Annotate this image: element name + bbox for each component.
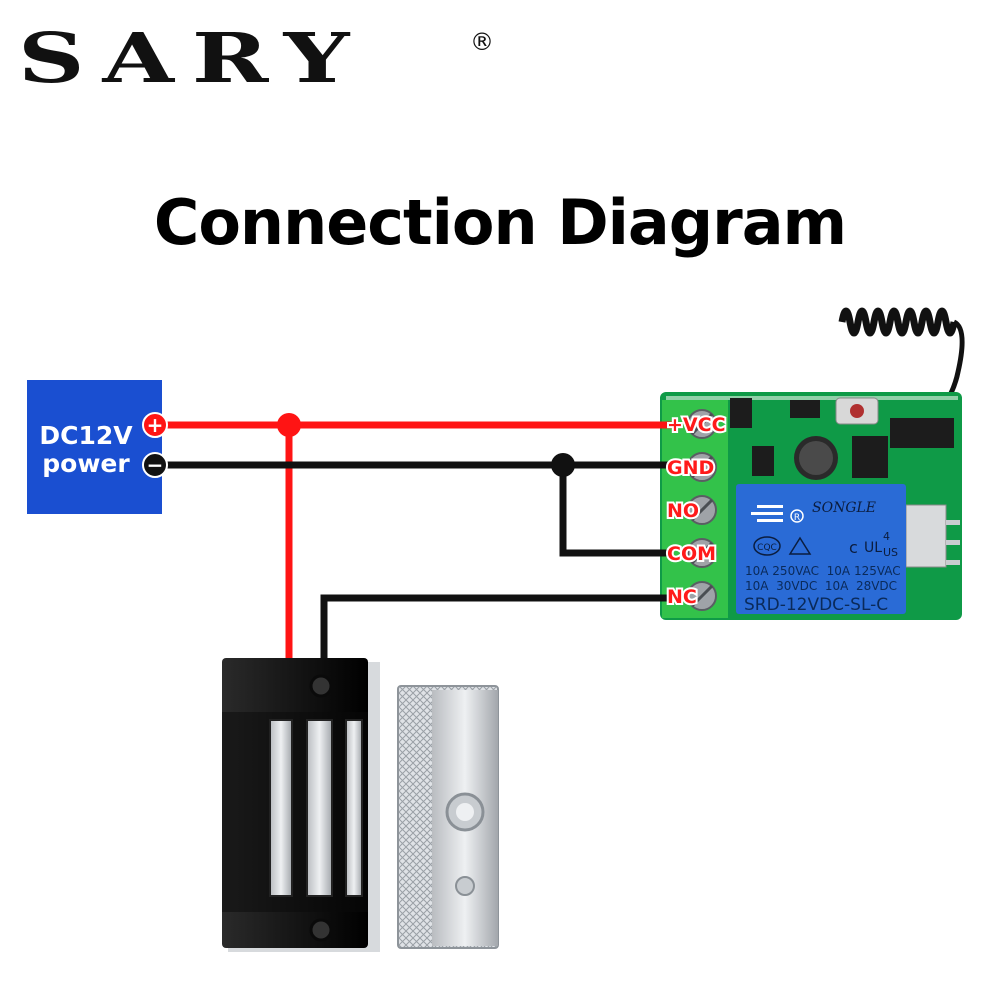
terminal-vcc: +VCC [667,414,726,436]
component-chip [890,418,954,448]
relay-spec-line-2: 10A 30VDC 10A 28VDC [745,579,897,593]
terminal-gnd: GND [667,457,714,479]
svg-text:UL: UL [864,540,882,556]
svg-text:c: c [849,538,858,557]
component-chip [730,398,752,428]
positive-junction [277,413,301,437]
minus-symbol: − [147,453,164,477]
power-supply-voltage: DC12V [39,421,133,450]
relay-module: R SONGLE CQC c UL 4 US 10A 250VAC 10A 12… [660,392,962,620]
svg-text:CQC: CQC [757,543,777,553]
relay-block [736,484,906,614]
terminal-no: NO [667,500,699,522]
power-supply-label: power [42,449,130,478]
brand-logo: SARY ® [18,17,494,100]
power-supply-box [27,380,162,514]
negative-junction [551,453,575,477]
power-supply: DC12V power + − [27,380,168,514]
relay-model: SRD-12VDC-SL-C [744,595,888,615]
plus-symbol: + [147,413,164,437]
relay-cert-number: 4 [883,530,890,543]
terminal-screws [687,409,717,611]
relay-spec-line-1: 10A 250VAC 10A 125VAC [745,564,901,578]
svg-text:R: R [794,513,800,523]
negative-terminal-icon [142,452,168,478]
electromagnetic-lock-icon [222,658,380,952]
page-title: Connection Diagram [153,186,847,259]
component-chip [790,400,820,418]
nc-to-lock-wire [320,594,672,660]
receiver-module [905,504,947,568]
relay-brand: SONGLE [812,500,876,516]
terminal-nc: NC [667,586,697,608]
terminal-com: COM [667,543,716,565]
component-chip [852,436,888,478]
wiring [162,413,672,660]
registered-mark: ® [470,28,494,56]
terminal-labels: +VCC GND NO COM NC [665,412,728,610]
gnd-to-com-wire [559,465,672,557]
brand-name: SARY [18,17,368,98]
lock-armature-plate-icon [397,685,499,949]
positive-terminal-icon [142,412,168,438]
relay-cert-us: US [883,546,898,559]
component-chip [752,446,774,476]
